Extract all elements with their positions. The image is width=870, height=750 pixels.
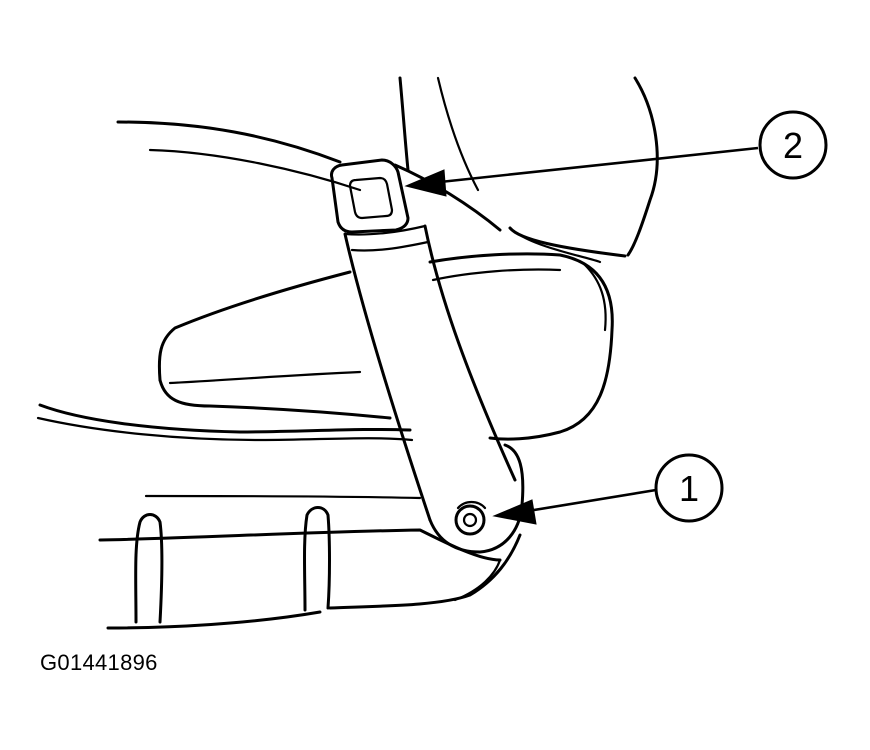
callout-2: 2	[404, 110, 828, 197]
callout-1: 1	[492, 453, 724, 525]
callout-1-leader	[527, 488, 657, 513]
callout-2-arrowhead	[404, 169, 447, 197]
seat-frame-sweep	[36, 403, 414, 442]
buckle-strap	[330, 158, 525, 554]
callout-2-leader	[439, 146, 759, 184]
seat-track-base	[98, 494, 522, 630]
callout-1-circle	[654, 453, 724, 523]
seat-cushion-surface	[116, 120, 362, 192]
seat-back-outline	[393, 76, 659, 264]
callout-2-circle	[758, 110, 828, 180]
figure-id-label: G01441896	[40, 650, 158, 675]
callout-2-label: 2	[783, 125, 803, 166]
anchor-bolt	[454, 500, 487, 536]
callout-1-label: 1	[679, 468, 699, 509]
armrest-panel	[157, 252, 614, 441]
callout-1-arrowhead	[492, 499, 537, 525]
